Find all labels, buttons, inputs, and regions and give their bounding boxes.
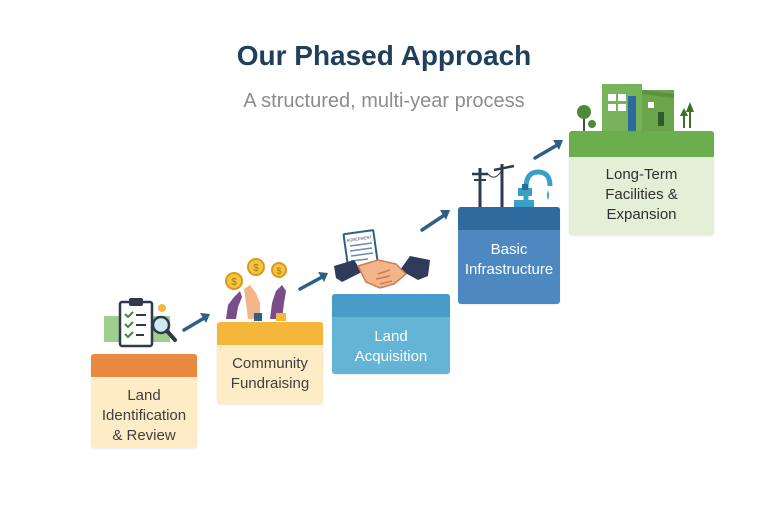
step-label-line: Basic [490, 241, 528, 258]
step-header-band [458, 207, 560, 230]
step-label: Community Fundraising [217, 354, 323, 394]
step-header-band [91, 354, 197, 377]
phase-step-land-acquisition: Land Acquisition [332, 294, 450, 374]
arrow-2-to-3 [298, 272, 328, 291]
svg-text:$: $ [276, 266, 281, 276]
page-subtitle: A structured, multi-year process [243, 90, 525, 112]
step-label-line: Long-Term [605, 166, 678, 183]
step-header-band [569, 131, 714, 157]
phase-step-basic-infrastructure: Basic Infrastructure [458, 207, 560, 304]
green-buildings-trees-icon [577, 84, 694, 132]
phase-step-land-identification: Land Identification & Review [91, 354, 197, 448]
step-label: Land Identification & Review [91, 386, 197, 446]
step-label-line: & Review [112, 427, 176, 444]
arrow-1-to-2 [182, 313, 210, 332]
step-label-line: Acquisition [354, 348, 428, 365]
phase-step-community-fundraising: Community Fundraising [217, 322, 323, 404]
svg-text:$: $ [231, 277, 237, 288]
agreement-label: AGREEMENT [346, 234, 372, 243]
svg-text:$: $ [253, 263, 259, 274]
step-label-line: Fundraising [230, 375, 310, 392]
step-label-line: Land [127, 387, 161, 404]
step-label-line: Community [232, 355, 308, 372]
phase-step-long-term-facilities: Long-Term Facilities & Expansion [569, 131, 714, 235]
clipboard-checklist-magnifier-icon [104, 298, 177, 348]
hands-with-coins-icon: $ $ $ [225, 258, 287, 321]
utility-poles-water-tap-icon [472, 164, 553, 208]
step-label: Land Acquisition [332, 327, 450, 367]
arrow-4-to-5 [533, 140, 563, 160]
step-label-line: Land [374, 328, 408, 345]
step-label-line: Infrastructure [464, 261, 554, 278]
step-label-line: Expansion [606, 206, 677, 223]
step-header-band [217, 322, 323, 345]
step-header-band [332, 294, 450, 317]
page-title: Our Phased Approach [236, 40, 532, 71]
step-label-line: Identification [101, 407, 187, 424]
step-label: Basic Infrastructure [458, 240, 560, 280]
handshake-agreement-icon: AGREEMENT [334, 229, 430, 289]
arrow-3-to-4 [420, 210, 450, 232]
step-label-line: Facilities & [605, 186, 678, 203]
step-label: Long-Term Facilities & Expansion [569, 165, 714, 225]
